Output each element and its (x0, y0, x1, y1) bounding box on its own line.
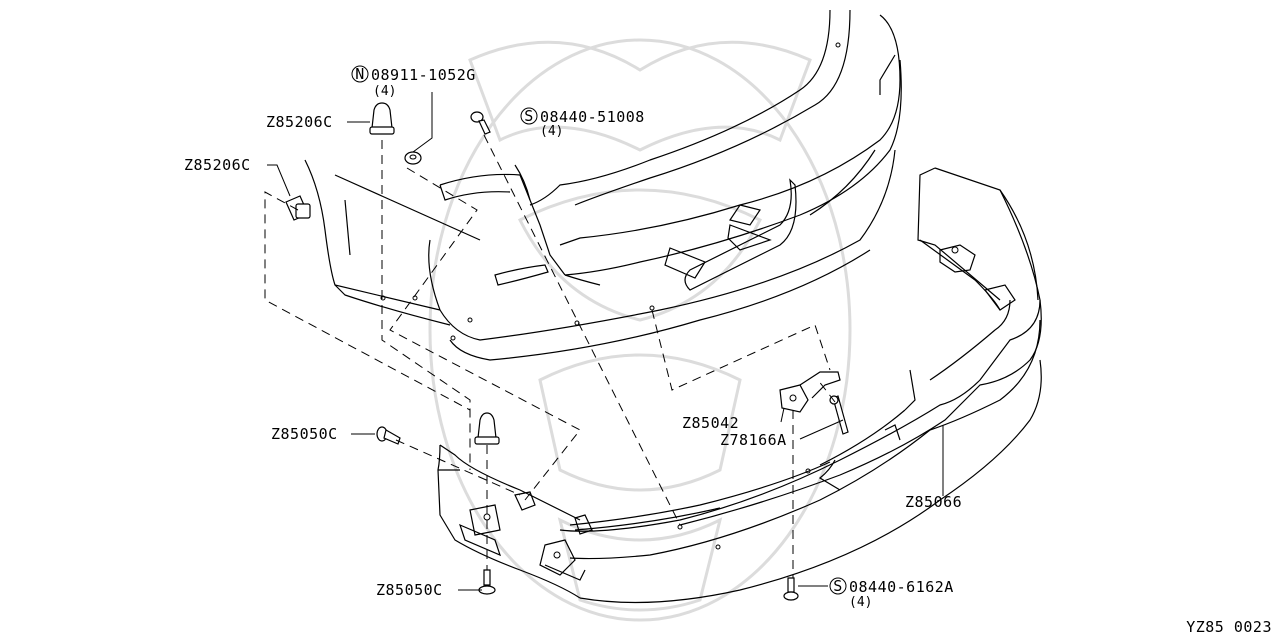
screw-top-prefix-circle (520, 107, 538, 125)
bolt-bottom-drawing (478, 569, 496, 595)
screw-top-part-number: 08440-51008 (540, 108, 645, 126)
nut-prefix-circle (351, 65, 369, 83)
nut-quantity: (4) (373, 84, 396, 99)
screw-bottom-drawing (783, 577, 799, 601)
figure-code: YZ85 0023 (1186, 618, 1272, 636)
screw-bottom-part-number: 08440-6162A (849, 578, 954, 596)
vehicle-body-outline (304, 9, 902, 361)
clip-top-drawing (369, 102, 395, 135)
nut-prefix: N (355, 65, 365, 83)
bolt-side-part-number: Z85050C (271, 425, 338, 443)
watermark-emblem (428, 38, 852, 622)
screw-bottom-quantity: (4) (849, 595, 872, 610)
screw-top-prefix: S (524, 107, 534, 125)
bolt-bottom-part-number: Z85050C (376, 581, 443, 599)
bracket-part-number: Z85042 (682, 414, 739, 432)
rivet-part-number: Z78166A (720, 431, 787, 449)
screw-bottom-prefix-circle (829, 577, 847, 595)
clip-lower-drawing (474, 412, 500, 445)
circled-prefix-markers (351, 65, 847, 595)
bumper-fascia-part-number: Z85066 (905, 493, 962, 511)
bolt-side-drawing (376, 426, 401, 445)
callout-labels: N 08911-1052G (4) Z85206C S 08440-51008 … (184, 65, 1272, 636)
nut-part-number: 08911-1052G (371, 66, 476, 84)
leader-lines (267, 92, 944, 591)
screw-bottom-prefix: S (833, 577, 843, 595)
clip-side-part-number: Z85206C (184, 156, 251, 174)
clip-side-drawing (285, 195, 311, 221)
clip-top-part-number: Z85206C (266, 113, 333, 131)
screw-top-quantity: (4) (540, 124, 563, 139)
screw-top-drawing (470, 111, 491, 135)
bracket-drawing (779, 371, 841, 413)
bumper-fascia-drawing (437, 167, 1042, 604)
assembly-lines (264, 134, 836, 578)
nut-drawing (404, 151, 422, 165)
